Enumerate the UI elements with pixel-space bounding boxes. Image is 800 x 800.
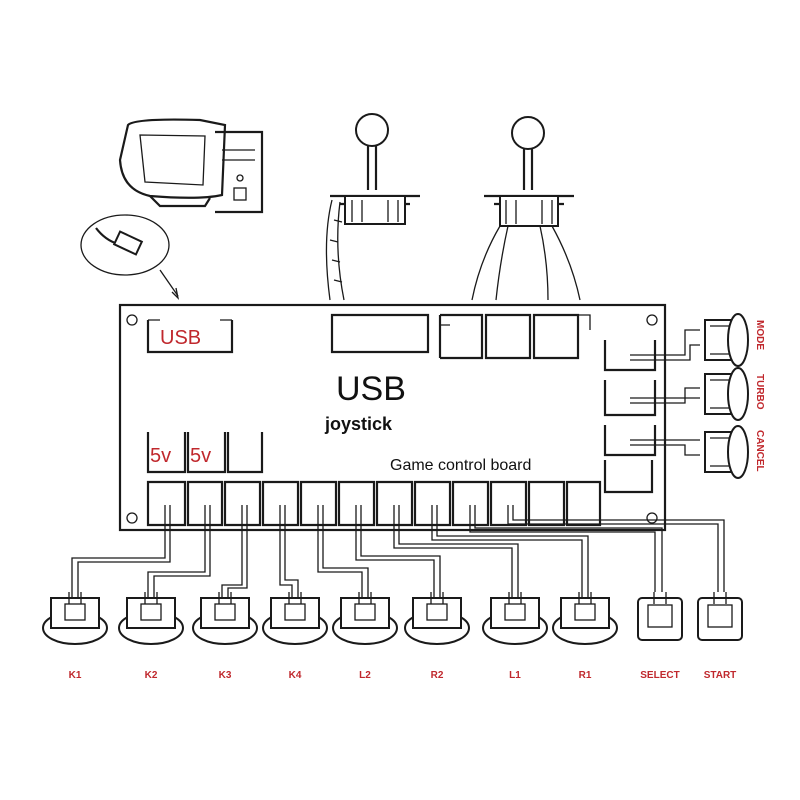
wires: [71, 505, 725, 598]
usb-port: [146, 320, 234, 354]
computer-icon: [118, 118, 264, 214]
joystick-connector: [532, 313, 580, 360]
usb-cable-icon: [80, 214, 180, 300]
push-button-label-l2: L2: [359, 670, 371, 681]
side-button-label-mode: MODE: [754, 320, 765, 350]
board-caption: Game control board: [390, 457, 531, 474]
push-button-k1[interactable]: [42, 592, 108, 645]
joystick-connector: [330, 313, 430, 354]
joystick-icon: [325, 113, 420, 301]
side-button-label-turbo: TURBO: [754, 374, 765, 410]
board-title: USB: [336, 370, 406, 408]
push-button-l2[interactable]: [332, 592, 398, 645]
button-connectors: [146, 480, 602, 527]
push-button-k2[interactable]: [118, 592, 184, 645]
v5-label-2: 5v: [190, 445, 211, 467]
push-button-label-k4: K4: [289, 670, 302, 681]
push-button-label-select: SELECT: [640, 670, 679, 681]
push-button-label-k3: K3: [219, 670, 232, 681]
push-button-start[interactable]: [697, 592, 743, 641]
side-wires: [630, 329, 700, 456]
side-button-label-cancel: CANCEL: [754, 430, 765, 472]
usb-port-label: USB: [160, 327, 201, 349]
push-button-label-k2: K2: [145, 670, 158, 681]
side-button-mode[interactable]: [704, 313, 749, 367]
push-button-k3[interactable]: [192, 592, 258, 645]
push-button-select[interactable]: [637, 592, 683, 641]
board-subtitle: joystick: [324, 414, 393, 434]
push-button-label-r2: R2: [431, 670, 444, 681]
push-button-label-r1: R1: [579, 670, 592, 681]
control-board: USB USB joystick Game control board 5v 5…: [118, 303, 667, 532]
push-button-label-k1: K1: [69, 670, 82, 681]
push-button-label-l1: L1: [509, 670, 521, 681]
joystick-connector: [484, 313, 532, 360]
bottom-button-row: K1 K2 K3 K4 L2 R2 L1 R1 SELECT START: [42, 592, 743, 681]
push-button-l1[interactable]: [482, 592, 548, 645]
push-button-k4[interactable]: [262, 592, 328, 645]
v5-label-1: 5v: [150, 445, 171, 467]
joystick-connector: [438, 313, 484, 360]
side-connectors: [603, 340, 657, 494]
power-connectors: [146, 432, 264, 474]
side-button-cancel[interactable]: [704, 425, 749, 479]
joystick-icon: [471, 116, 581, 301]
push-button-r1[interactable]: [552, 592, 618, 645]
push-button-label-start: START: [704, 670, 737, 681]
push-button-r2[interactable]: [404, 592, 470, 645]
side-button-turbo[interactable]: [704, 367, 749, 421]
